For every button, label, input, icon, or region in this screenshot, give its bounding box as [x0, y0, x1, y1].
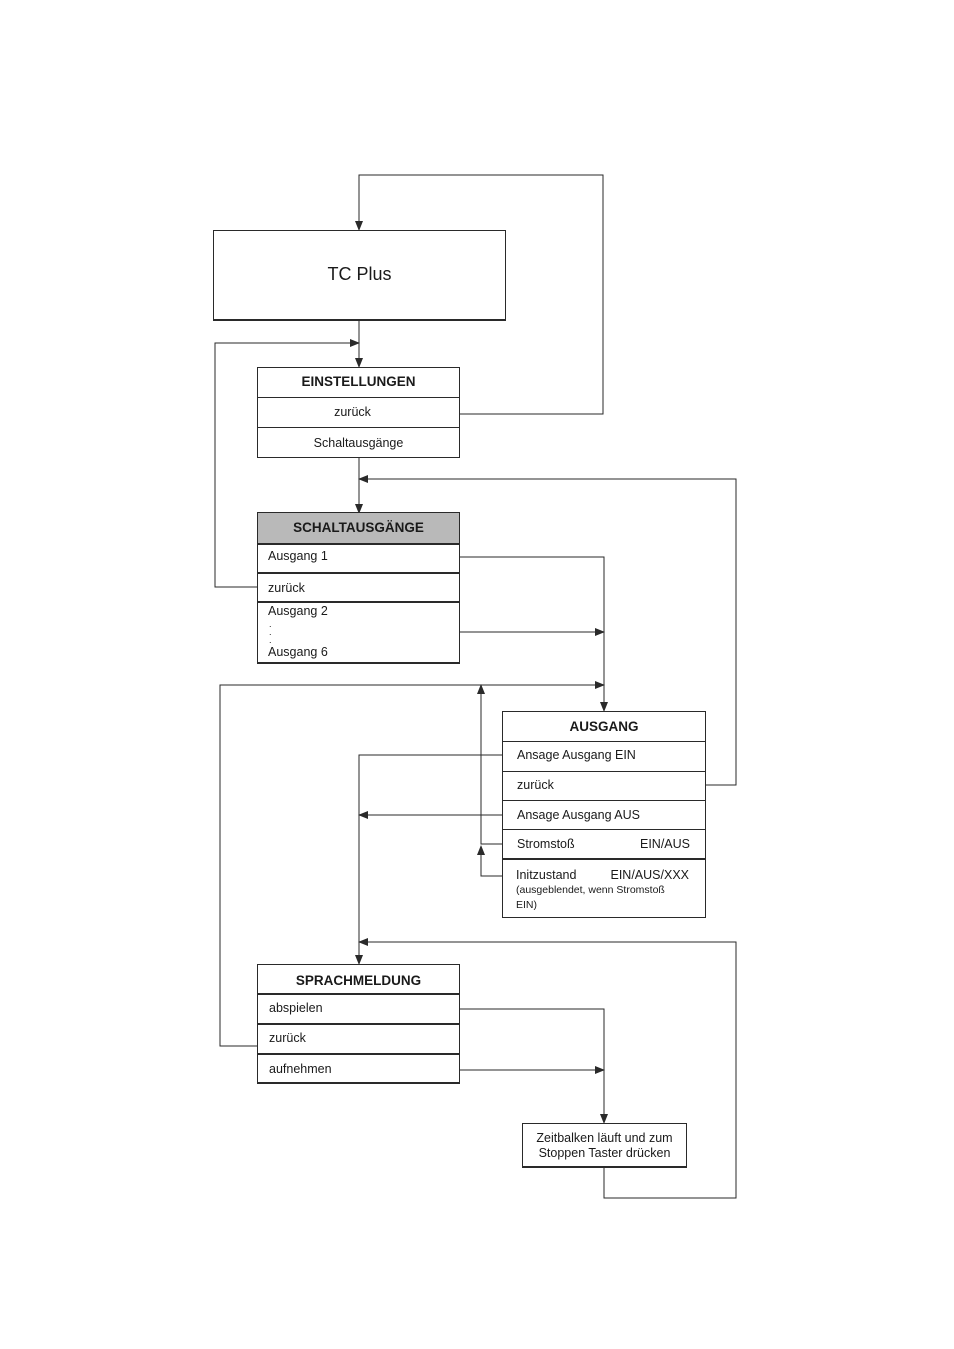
- ausgang-menu: AUSGANG Ansage Ausgang EIN zurück Ansage…: [502, 711, 706, 918]
- divider: [503, 741, 705, 742]
- ellipsis-dot: .: [269, 619, 272, 629]
- ellipsis-dot: .: [269, 635, 272, 645]
- schaltausgaenge-back-item: zurück: [268, 581, 305, 595]
- sprachmeldung-menu: SPRACHMELDUNG abspielen zurück aufnehmen: [257, 964, 460, 1084]
- ausgang-2-item: Ausgang 2: [268, 604, 328, 618]
- einstellungen-title: EINSTELLUNGEN: [301, 374, 416, 389]
- divider: [258, 543, 459, 545]
- zeitbalken-box: Zeitbalken läuft und zum Stoppen Taster …: [522, 1123, 687, 1168]
- sprachmeldung-title: SPRACHMELDUNG: [295, 973, 422, 988]
- divider: [503, 829, 705, 830]
- tc-plus-box: TC Plus: [213, 230, 506, 321]
- divider: [503, 771, 705, 772]
- ausgang-title: AUSGANG: [569, 719, 639, 734]
- initzustand-value: EIN/AUS/XXX: [610, 868, 690, 882]
- sprachmeldung-back-item: zurück: [269, 1031, 306, 1045]
- ellipsis-dot: .: [269, 627, 272, 637]
- divider: [258, 427, 459, 428]
- arrow-ansage-ein-to-sprachmeldung: [355, 754, 503, 965]
- arrow-sprachmeldung-back-to-ausgang: [219, 681, 605, 1047]
- divider: [503, 800, 705, 801]
- ausgang-6-item: Ausgang 6: [268, 645, 328, 659]
- stromstoss-label: Stromstoß: [517, 837, 575, 851]
- arrow-ausgang1-to-ausgang: [460, 556, 608, 712]
- arrow-stromstoss-loop: [477, 684, 503, 845]
- einstellungen-back-item: zurück: [334, 405, 371, 419]
- arrow-schaltausgaenge-back-to-einstellungen: [214, 339, 360, 588]
- divider: [258, 1023, 459, 1025]
- aufnehmen-item: aufnehmen: [269, 1062, 332, 1076]
- zeitbalken-line-2: Stoppen Taster drücken: [538, 1146, 671, 1160]
- ausgang-back-item: zurück: [517, 778, 554, 792]
- ansage-ausgang-aus-item: Ansage Ausgang AUS: [517, 808, 641, 822]
- initzustand-label: Initzustand: [516, 868, 577, 882]
- einstellungen-schaltausgaenge-item: Schaltausgänge: [313, 436, 404, 450]
- arrow-zeitbalken-back-to-sprachmeldung: [358, 938, 737, 1199]
- divider: [503, 858, 705, 860]
- schaltausgaenge-title: SCHALTAUSGÄNGE: [258, 513, 459, 543]
- ausgang-1-item: Ausgang 1: [268, 549, 328, 563]
- abspielen-item: abspielen: [269, 1001, 323, 1015]
- tc-plus-title: TC Plus: [327, 264, 392, 284]
- arrow-ausgang-back-to-schaltausgaenge: [358, 475, 737, 786]
- schaltausgaenge-menu: SCHALTAUSGÄNGE Ausgang 1 zurück Ausgang …: [257, 512, 460, 664]
- divider: [258, 572, 459, 574]
- einstellungen-menu: EINSTELLUNGEN zurück Schaltausgänge: [257, 367, 460, 458]
- ansage-ausgang-ein-item: Ansage Ausgang EIN: [517, 748, 636, 762]
- arrow-einstellungen-back-to-tcplus: [355, 174, 604, 415]
- arrow-initzustand-loop: [477, 845, 503, 877]
- zeitbalken-line-1: Zeitbalken läuft und zum: [536, 1131, 673, 1145]
- divider: [258, 1053, 459, 1055]
- arrow-abspielen-to-zeitbalken: [460, 1008, 608, 1124]
- stromstoss-value: EIN/AUS: [639, 837, 690, 851]
- initzustand-note-1: (ausgeblendet, wenn Stromstoß: [516, 884, 665, 896]
- initzustand-note-2: EIN): [516, 899, 537, 911]
- divider: [258, 993, 459, 995]
- divider: [258, 397, 459, 398]
- divider: [258, 601, 459, 603]
